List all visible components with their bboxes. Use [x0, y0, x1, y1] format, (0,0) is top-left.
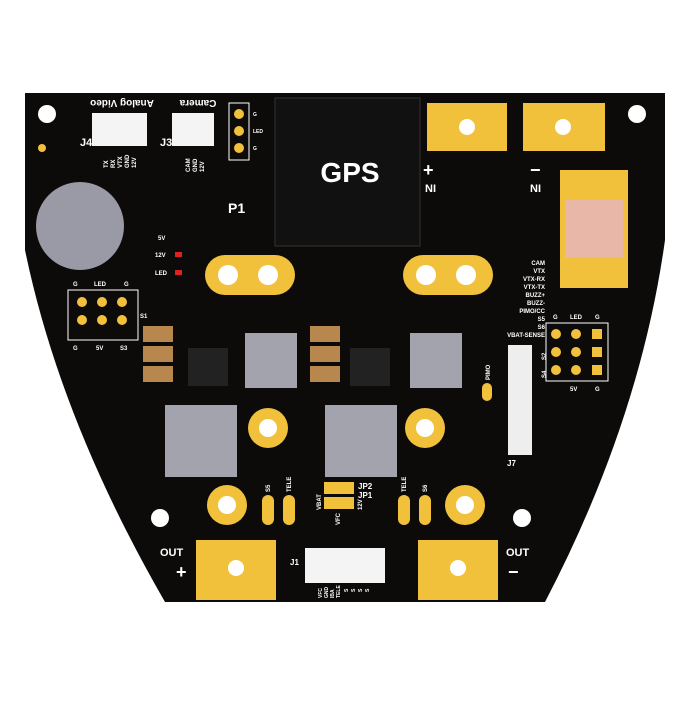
- left-header-label: LED: [94, 282, 107, 288]
- s6-pad-label: S6: [423, 484, 429, 492]
- indicator-label-led: LED: [155, 271, 168, 277]
- left-header-label: S1: [140, 314, 148, 320]
- j3-title: Camera: [179, 97, 216, 108]
- jp1-label: JP1: [358, 491, 373, 500]
- j4-pin-label: VTX: [118, 156, 124, 168]
- j7-pin-label: S6: [538, 325, 546, 331]
- left-header-label: G: [73, 282, 78, 288]
- j7-pin-label: BUZZ+: [526, 293, 546, 299]
- j4-pin-label: TX: [104, 160, 110, 168]
- fiducial: [38, 144, 46, 152]
- inductors: [165, 333, 462, 477]
- led-header: [228, 102, 250, 161]
- vfc-label: VFC: [336, 512, 342, 525]
- right-header-label: LED: [570, 315, 583, 321]
- power-in-minus-sign: −: [530, 160, 541, 180]
- buzzer: [36, 182, 124, 270]
- power-in-minus-label: NI: [530, 183, 541, 195]
- pimo-pad-label: PIMO: [486, 364, 492, 380]
- led-pin-label: LED: [253, 129, 263, 135]
- right-header-label: 5V: [570, 387, 577, 393]
- j3-label: J3: [160, 137, 172, 149]
- j1-pin-label: S: [365, 588, 371, 592]
- mounting-hole: [513, 509, 531, 527]
- j1-pin-label: IBA: [330, 589, 336, 598]
- left-header-label: G: [124, 282, 129, 288]
- right-header-label: S2: [542, 352, 548, 360]
- power-out-minus-sign: −: [508, 562, 519, 582]
- j7-pin-label: S5: [538, 317, 546, 323]
- power-out-minus-label: OUT: [506, 547, 530, 559]
- power-out-plus-sign: +: [176, 562, 187, 582]
- 12v-label: 12V: [358, 499, 364, 510]
- gps-module: [274, 97, 421, 247]
- j4-pin-label: RX: [111, 160, 117, 168]
- j1-connector: [305, 548, 385, 583]
- j3-pin-label: GND: [193, 158, 199, 172]
- jp2-label: JP2: [358, 482, 373, 491]
- j4-title: Analog Video: [90, 97, 154, 108]
- j1-label: J1: [290, 558, 299, 567]
- power-out-plus-label: OUT: [160, 547, 184, 559]
- right-header-label: G: [595, 387, 600, 393]
- right-header-label: G: [553, 315, 558, 321]
- j7-pin-label: CAM: [531, 261, 545, 267]
- right-header-label: G: [595, 315, 600, 321]
- mounting-hole: [151, 509, 169, 527]
- jumper-pads: [324, 482, 354, 494]
- j7-pin-label: VBAT-SENSE: [507, 333, 545, 339]
- j7-pin-label: VTX-TX: [524, 285, 545, 291]
- indicator-label-12v: 12V: [155, 253, 166, 259]
- vbat-label: VBAT: [317, 494, 323, 510]
- led-pin-label: G: [253, 112, 257, 118]
- tele-pad-label: TELE: [287, 477, 293, 492]
- j3-pin-label: 12V: [200, 161, 206, 172]
- right-header-label: S4: [542, 370, 548, 378]
- j7-pin-label: BUZZ-: [527, 301, 545, 307]
- j3-connector: [172, 113, 214, 146]
- left-servo-header: [67, 289, 139, 341]
- j7-pin-label: PIMO/CC: [519, 309, 545, 315]
- gps-label: GPS: [320, 157, 379, 188]
- right-servo-header: [545, 322, 609, 382]
- j4-pin-label: GND: [125, 154, 131, 168]
- power-in-plus-label: NI: [425, 183, 436, 195]
- j4-pin-label: 12V: [132, 157, 138, 168]
- j4-label: J4: [80, 137, 93, 149]
- mounting-hole: [628, 105, 646, 123]
- j4-connector: [92, 113, 147, 146]
- j1-pin-label: S: [351, 588, 357, 592]
- j7-pin-label: VTX-RX: [523, 277, 545, 283]
- j7-connector: [508, 345, 532, 455]
- j7-pin-label: VTX: [533, 269, 545, 275]
- j1-pin-label: GND: [324, 587, 330, 599]
- p1-label: P1: [228, 200, 245, 216]
- j1-pin-label: S: [344, 588, 350, 592]
- j7-label: J7: [507, 459, 516, 468]
- j1-pin-label: VFC: [318, 588, 324, 598]
- j3-pin-label: CAM: [186, 158, 192, 172]
- j1-pin-label: TELE: [336, 585, 342, 598]
- left-header-label: G: [73, 346, 78, 352]
- indicator-label-5v: 5V: [158, 236, 165, 242]
- j1-pin-label: S: [358, 588, 364, 592]
- s5-pad-label: S5: [266, 484, 272, 492]
- capacitors: [143, 326, 340, 382]
- led-pin-label: G: [253, 146, 257, 152]
- tele-pad-label: TELE: [402, 477, 408, 492]
- left-header-label: S3: [120, 346, 128, 352]
- power-in-plus-sign: +: [423, 160, 434, 180]
- mounting-hole: [38, 105, 56, 123]
- left-header-label: 5V: [96, 346, 103, 352]
